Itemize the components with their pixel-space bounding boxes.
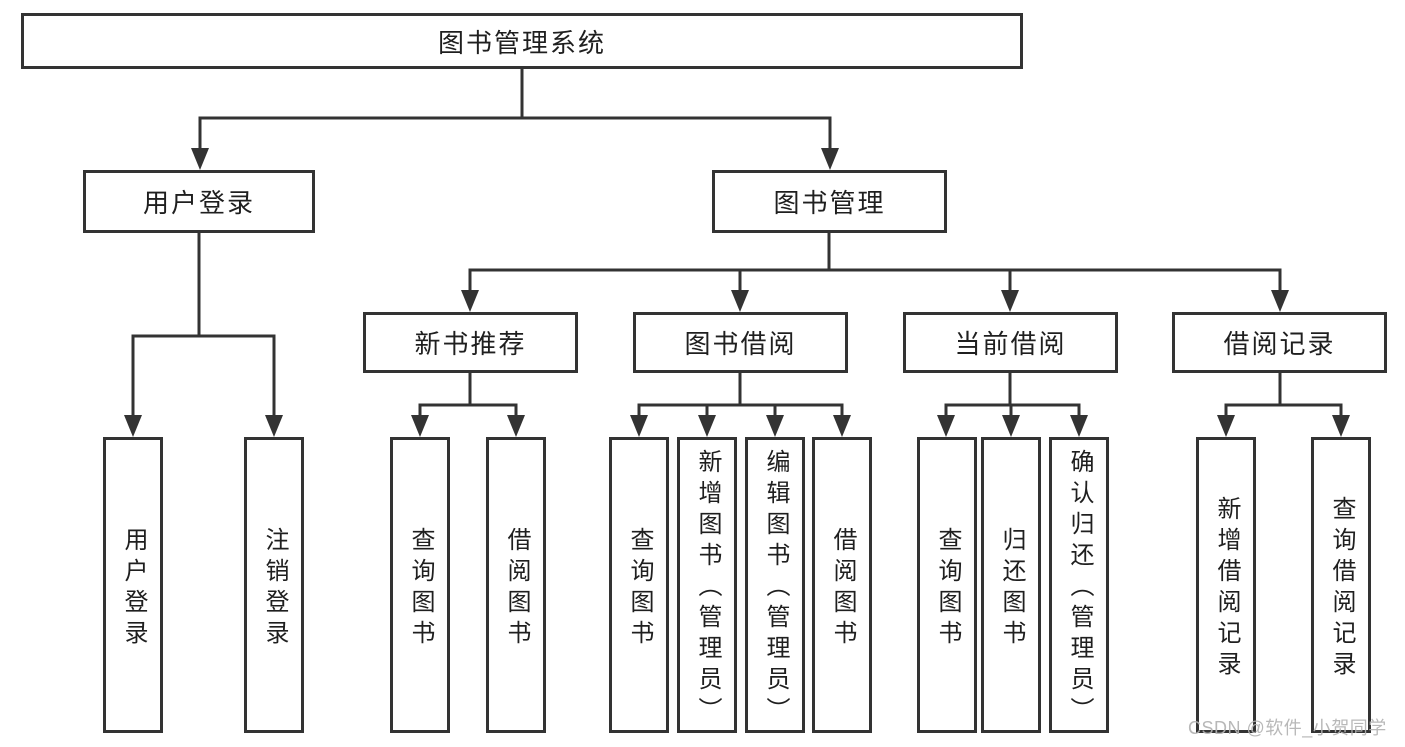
connector-book-borrow-to-leaves xyxy=(630,371,851,437)
leaf-confirm-return-admin: 确认归还（管理员） xyxy=(1049,437,1109,733)
leaf-borrow-book-2: 借阅图书 xyxy=(812,437,872,733)
leaf-label: 借阅图书 xyxy=(503,526,530,651)
connector-root-to-level2 xyxy=(191,66,839,170)
leaf-label: 新增借阅记录 xyxy=(1213,495,1240,682)
connector-user-login-to-leaves xyxy=(124,231,283,437)
leaf-query-book-2: 查询图书 xyxy=(609,437,669,733)
leaf-label: 查询图书 xyxy=(934,526,961,651)
leaf-label: 用户登录 xyxy=(120,526,147,651)
node-new-book-recommend: 新书推荐 xyxy=(363,312,578,373)
leaf-label: 注销登录 xyxy=(261,526,288,651)
leaf-label: 编辑图书（管理员） xyxy=(762,449,789,728)
leaf-label: 归还图书 xyxy=(998,526,1025,651)
node-book-borrow: 图书借阅 xyxy=(633,312,848,373)
node-borrow-records: 借阅记录 xyxy=(1172,312,1387,373)
leaf-edit-book-admin: 编辑图书（管理员） xyxy=(745,437,805,733)
connector-new-book-to-leaves xyxy=(411,371,525,437)
node-root-library-system: 图书管理系统 xyxy=(21,13,1023,69)
leaf-user-login: 用户登录 xyxy=(103,437,163,733)
leaf-query-borrow-record: 查询借阅记录 xyxy=(1311,437,1371,733)
leaf-return-book: 归还图书 xyxy=(981,437,1041,733)
leaf-label: 确认归还（管理员） xyxy=(1066,449,1093,728)
csdn-watermark: CSDN @软件_小贺同学 xyxy=(1188,718,1387,738)
leaf-label: 查询借阅记录 xyxy=(1328,495,1355,682)
leaf-add-book-admin: 新增图书（管理员） xyxy=(677,437,737,733)
leaf-borrow-book-1: 借阅图书 xyxy=(486,437,546,733)
connector-book-mgmt-to-level3 xyxy=(461,231,1289,312)
node-book-management: 图书管理 xyxy=(712,170,947,233)
connector-current-borrow-to-leaves xyxy=(937,371,1088,437)
leaf-add-borrow-record: 新增借阅记录 xyxy=(1196,437,1256,733)
leaf-label: 新增图书（管理员） xyxy=(694,449,721,728)
connector-borrow-records-to-leaves xyxy=(1217,371,1350,437)
leaf-label: 查询图书 xyxy=(407,526,434,651)
leaf-query-book-1: 查询图书 xyxy=(390,437,450,733)
leaf-query-book-3: 查询图书 xyxy=(917,437,977,733)
node-current-borrow: 当前借阅 xyxy=(903,312,1118,373)
leaf-logout: 注销登录 xyxy=(244,437,304,733)
node-user-login: 用户登录 xyxy=(83,170,315,233)
leaf-label: 查询图书 xyxy=(626,526,653,651)
leaf-label: 借阅图书 xyxy=(829,526,856,651)
